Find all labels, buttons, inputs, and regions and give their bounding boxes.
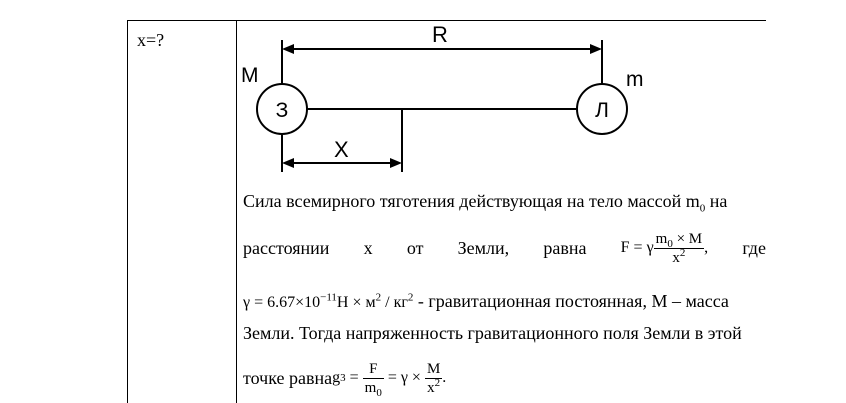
table-top-border	[127, 20, 766, 21]
label-m: m	[626, 68, 644, 91]
given-unknown: x=?	[137, 30, 165, 50]
text-line-4: Земли. Тогда напряженность гравитационно…	[243, 323, 742, 343]
moon-circle	[576, 83, 628, 135]
table-column-divider	[236, 20, 237, 403]
x-arrow-left	[282, 158, 294, 168]
label-X: X	[334, 137, 349, 162]
earth-moon-diagram: R M m З Л X	[241, 22, 644, 172]
gravitational-constant: γ = 6.67×10−11Н × м2 / кг2	[243, 291, 414, 311]
label-R: R	[432, 22, 448, 47]
table-left-border	[127, 20, 128, 403]
earth-symbol: З	[276, 99, 289, 122]
label-M: M	[241, 64, 259, 87]
text-line-1: Сила всемирного тяготения действующая на…	[243, 191, 728, 215]
r-arrow-left	[282, 44, 294, 54]
text-line-3: γ = 6.67×10−11Н × м2 / кг2 - гравитацион…	[243, 291, 729, 311]
r-arrow-right	[590, 44, 602, 54]
x-arrow-right	[390, 158, 402, 168]
moon-symbol: Л	[595, 99, 609, 122]
